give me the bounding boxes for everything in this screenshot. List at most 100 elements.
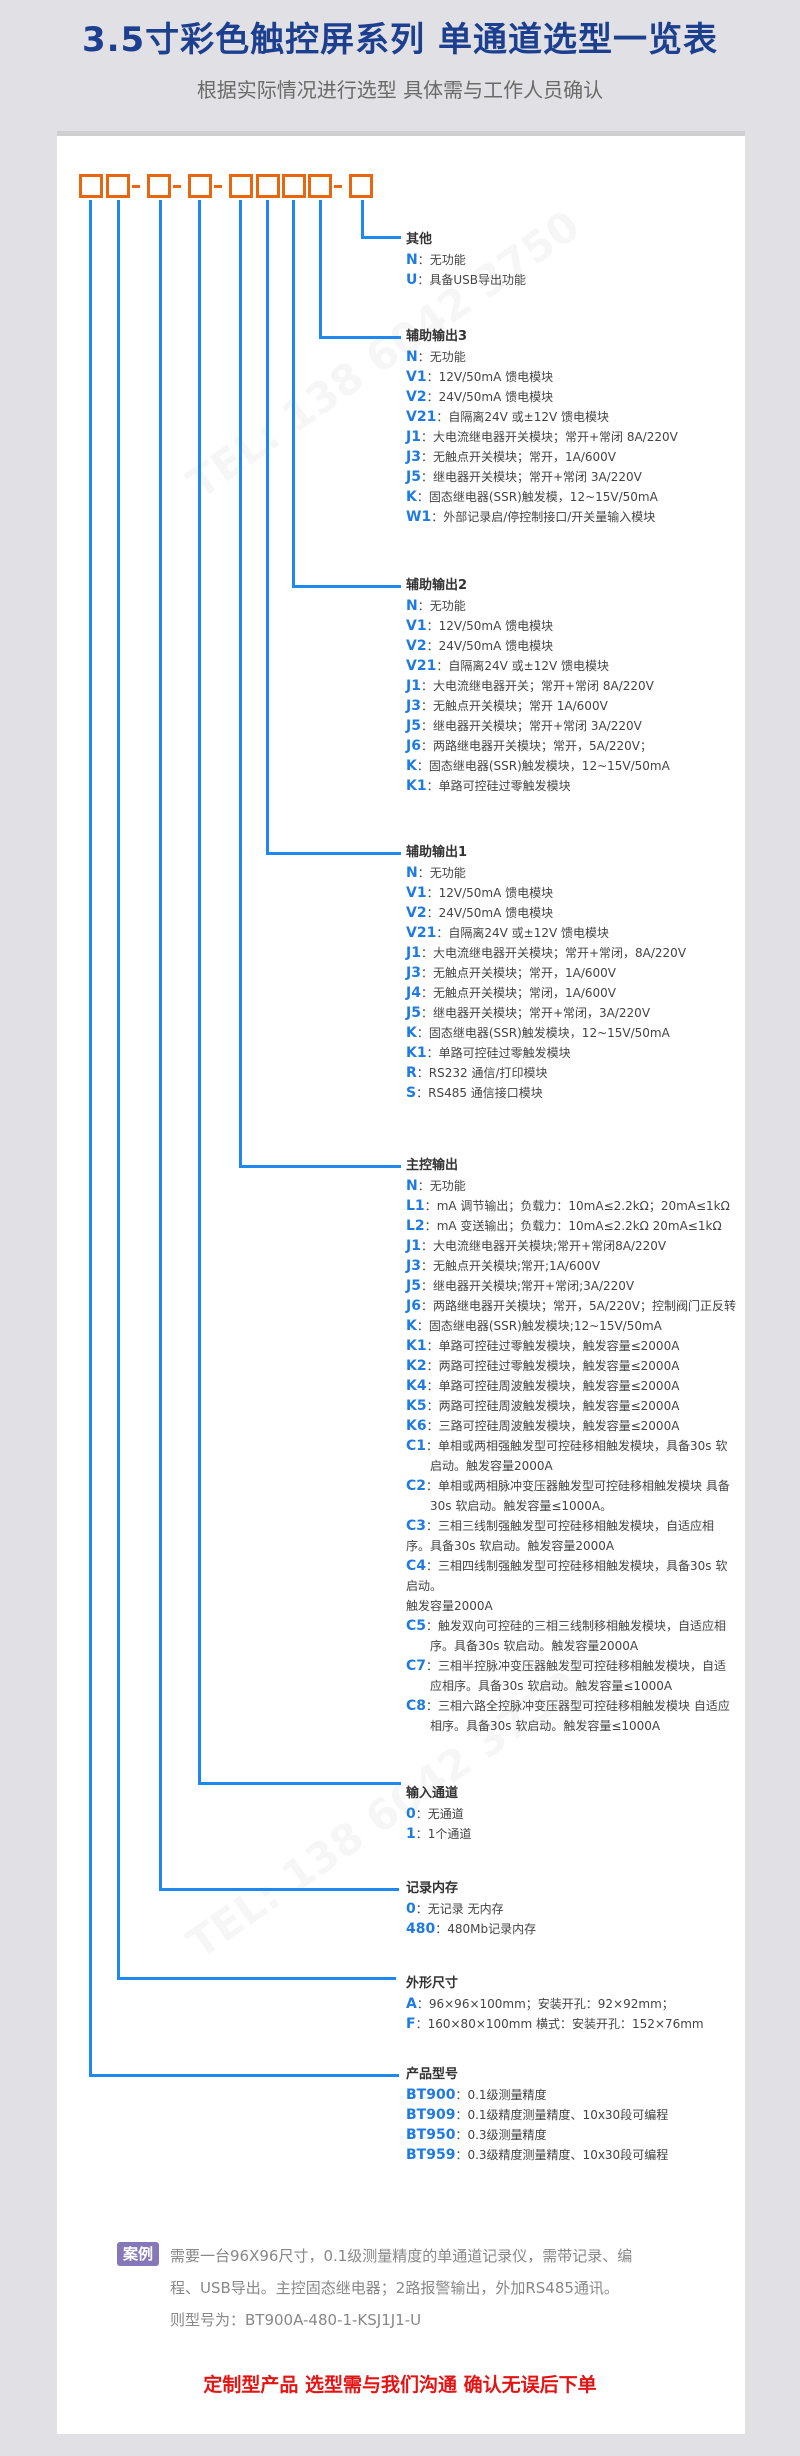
connector-aux3 bbox=[319, 200, 322, 338]
option-desc: 固态继电器(SSR)触发模块，12~15V/50mA bbox=[428, 1026, 670, 1040]
option-item: A：96×96×100mm；安装开孔：92×92mm； bbox=[406, 1996, 674, 2012]
option-code: K bbox=[406, 758, 417, 774]
connector-memory bbox=[159, 200, 162, 1890]
option-code: N bbox=[406, 598, 418, 614]
option-desc: 无触点开关模块;常开;1A/600V bbox=[432, 1259, 601, 1273]
option-item: J1：大电流继电器开关模块；常开+常闭 8A/220V bbox=[406, 429, 678, 445]
code-box-input bbox=[229, 174, 253, 198]
code-dash bbox=[132, 185, 140, 188]
option-item: V1：12V/50mA 馈电模块 bbox=[406, 618, 554, 634]
option-desc: 自隔离24V 或±12V 馈电模块 bbox=[448, 926, 609, 940]
option-item: K：固态继电器(SSR)触发模块;12~15V/50mA bbox=[406, 1318, 662, 1334]
option-desc: 单路可控硅过零触发模块 bbox=[438, 779, 571, 793]
connector-aux1-h bbox=[266, 852, 401, 855]
page-title: 3.5寸彩色触控屏系列 单通道选型一览表 bbox=[81, 20, 719, 60]
section-title: 辅助输出2 bbox=[406, 578, 468, 593]
option-item: F：160×80×100mm 横式：安装开孔：152×76mm bbox=[406, 2016, 704, 2032]
option-code: C1 bbox=[406, 1438, 427, 1454]
code-box-size bbox=[147, 174, 171, 198]
option-code: J1 bbox=[406, 945, 421, 961]
option-desc: 单路可控硅过零触发模块 bbox=[438, 1046, 571, 1060]
option-item: 0：无记录 无内存 bbox=[406, 1901, 504, 1917]
section-title: 主控输出 bbox=[406, 1158, 459, 1173]
option-item: N：无功能 bbox=[406, 252, 466, 268]
option-desc: 无触点开关模块；常开，1A/600V bbox=[432, 966, 616, 980]
connector-aux3-h bbox=[319, 336, 401, 339]
option-item: V2：24V/50mA 馈电模块 bbox=[406, 905, 554, 921]
option-code: J3 bbox=[406, 698, 421, 714]
section-title: 记录内存 bbox=[406, 1881, 459, 1896]
option-desc: RS232 通信/打印模块 bbox=[428, 1066, 548, 1080]
option-desc: 大电流继电器开关；常开+常闭 8A/220V bbox=[432, 679, 654, 693]
option-item: K1：单路可控硅过零触发模块 bbox=[406, 1045, 571, 1061]
option-code: C5 bbox=[406, 1618, 427, 1634]
option-item: C4：三相四线制强触发型可控硅移相触发模块，具备30s 软启动。 bbox=[406, 1558, 728, 1593]
option-item: N：无功能 bbox=[406, 349, 466, 365]
option-code: N bbox=[406, 349, 418, 365]
option-desc: 单相或两相脉冲变压器触发型可控硅移相触发模块 具备30s 软启动。触发容量≤10… bbox=[430, 1479, 730, 1513]
connector-main-h bbox=[239, 1165, 401, 1168]
code-box-aux2 bbox=[308, 174, 332, 198]
option-desc: 12V/50mA 馈电模块 bbox=[438, 370, 554, 384]
option-code: K4 bbox=[406, 1378, 427, 1394]
option-item: V21：自隔离24V 或±12V 馈电模块 bbox=[406, 925, 609, 941]
option-desc: 三相六路全控脉冲变压器型可控硅移相触发模块 自适应相序。具备30s 软启动。触发… bbox=[430, 1699, 730, 1733]
option-item: J3：无触点开关模块；常开，1A/600V bbox=[406, 449, 616, 465]
option-code: K1 bbox=[406, 778, 427, 794]
option-item: K：固态继电器(SSR)触发模，12~15V/50mA bbox=[406, 489, 658, 505]
connector-aux2-h bbox=[292, 585, 401, 588]
code-box-aux1 bbox=[282, 174, 306, 198]
option-desc: 480Mb记录内存 bbox=[447, 1922, 537, 1936]
option-code: J3 bbox=[406, 1258, 421, 1274]
option-desc: 0.3级精度测量精度、10x30段可编程 bbox=[467, 2148, 669, 2162]
option-item: C8：三相六路全控脉冲变压器型可控硅移相触发模块 自适应相序。具备30s 软启动… bbox=[406, 1698, 730, 1733]
option-desc: 三相半控脉冲变压器触发型可控硅移相触发模块，自适应相序。具备30s 软启动。触发… bbox=[430, 1659, 727, 1693]
option-item: J3：无触点开关模块；常开，1A/600V bbox=[406, 965, 616, 981]
example-text: 需要一台96X96尺寸，0.1级测量精度的单通道记录仪，需带记录、编 程、USB… bbox=[170, 2240, 730, 2336]
option-item: K4：单路可控硅周波触发模块，触发容量≤2000A bbox=[406, 1378, 680, 1394]
option-code: C7 bbox=[406, 1658, 427, 1674]
option-item: J5：继电器开关模块；常开+常闭 3A/220V bbox=[406, 718, 642, 734]
option-desc: 24V/50mA 馈电模块 bbox=[438, 390, 554, 404]
option-desc: 0.3级测量精度 bbox=[467, 2128, 547, 2142]
footer-note: 定制型产品 选型需与我们沟通 确认无误后下单 bbox=[203, 2374, 597, 2396]
option-item: V21：自隔离24V 或±12V 馈电模块 bbox=[406, 658, 609, 674]
option-desc: 触发容量2000A bbox=[406, 1599, 493, 1613]
section-title: 辅助输出3 bbox=[406, 329, 468, 344]
option-desc: 96×96×100mm；安装开孔：92×92mm； bbox=[428, 1997, 674, 2011]
option-desc: 无功能 bbox=[429, 866, 466, 880]
option-item: L1：mA 调节输出；负载力：10mA≤2.2kΩ；20mA≤1kΩ bbox=[406, 1198, 730, 1214]
section-input-channel: 输入通道 0：无通道 1：1个通道 bbox=[406, 1784, 471, 1844]
option-code: 1 bbox=[406, 1826, 416, 1842]
option-item: N：无功能 bbox=[406, 865, 466, 881]
option-desc: 具备USB导出功能 bbox=[429, 273, 527, 287]
option-code: J5 bbox=[406, 1278, 421, 1294]
option-code: C2 bbox=[406, 1478, 427, 1494]
option-desc: 触发双向可控硅的三相三线制移相触发模块，自适应相序。具备30s 软启动。触发容量… bbox=[430, 1619, 727, 1653]
option-code: J5 bbox=[406, 1005, 421, 1021]
option-desc: 两路继电器开关模块；常开，5A/220V；控制阀门正反转 bbox=[432, 1299, 736, 1313]
option-code: N bbox=[406, 1178, 418, 1194]
option-item: K1：单路可控硅过零触发模块，触发容量≤2000A bbox=[406, 1338, 680, 1354]
option-item: J3：无触点开关模块；常开 1A/600V bbox=[406, 698, 608, 714]
option-desc: 0.1级精度测量精度、10x30段可编程 bbox=[467, 2108, 669, 2122]
option-code: C4 bbox=[406, 1558, 427, 1574]
section-aux1: 辅助输出1 N：无功能 V1：12V/50mA 馈电模块 V2：24V/50mA… bbox=[406, 843, 686, 1103]
connector-main bbox=[239, 200, 242, 1167]
code-dash bbox=[214, 185, 222, 188]
option-desc: 继电器开关模块；常开+常闭，3A/220V bbox=[432, 1006, 651, 1020]
section-title: 输入通道 bbox=[406, 1786, 459, 1801]
option-code: K bbox=[406, 1025, 417, 1041]
option-item: K6：三路可控硅周波触发模块，触发容量≤2000A bbox=[406, 1418, 680, 1434]
option-desc: 固态继电器(SSR)触发模块;12~15V/50mA bbox=[428, 1319, 662, 1333]
option-desc: 单路可控硅周波触发模块，触发容量≤2000A bbox=[438, 1379, 680, 1393]
section-memory: 记录内存 0：无记录 无内存 480：480Mb记录内存 bbox=[406, 1879, 536, 1939]
code-box-memory bbox=[188, 174, 212, 198]
code-dash bbox=[173, 185, 181, 188]
option-item: J6：两路继电器开关模块；常开，5A/220V；控制阀门正反转 bbox=[406, 1298, 736, 1314]
option-item: BT900：0.1级测量精度 bbox=[406, 2087, 547, 2103]
option-desc: 三相三线制强触发型可控硅移相触发模块，自适应相序。具备30s 软启动。触发容量2… bbox=[406, 1519, 715, 1553]
option-code: V21 bbox=[406, 409, 437, 425]
option-item: U：具备USB导出功能 bbox=[406, 272, 527, 288]
option-desc: 0.1级测量精度 bbox=[467, 2088, 547, 2102]
